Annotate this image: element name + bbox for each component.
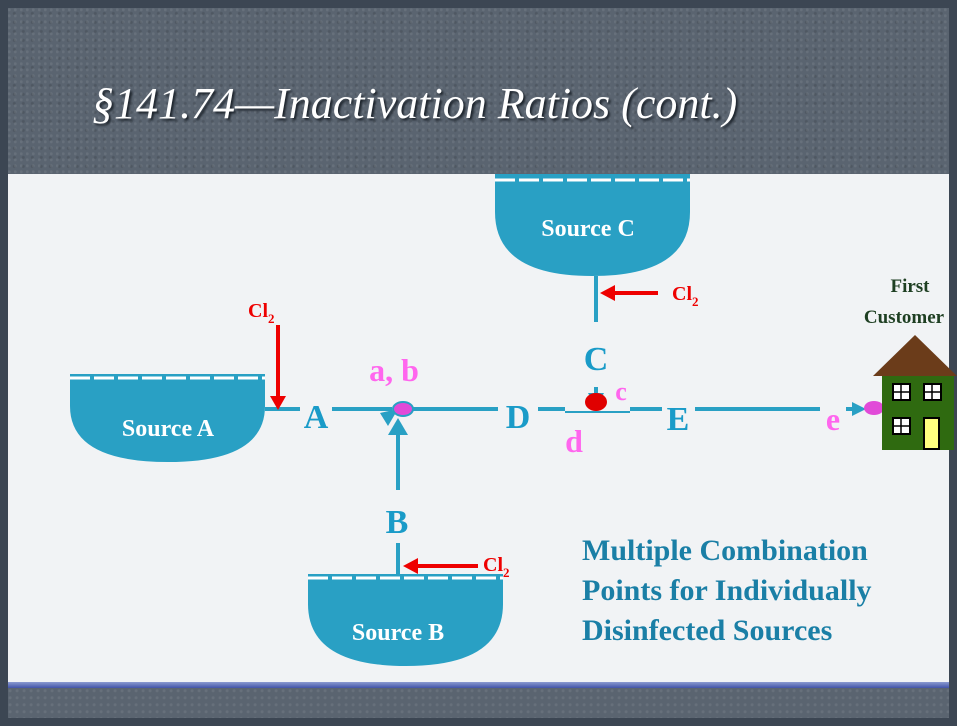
point-d-label: d — [565, 423, 583, 459]
svg-text:Cl2: Cl2 — [483, 554, 510, 580]
segment-a-label: A — [304, 399, 329, 436]
footer-rule — [8, 682, 949, 690]
source-a-label: Source A — [122, 416, 215, 442]
point-c-marker — [585, 393, 607, 411]
title-band — [8, 8, 949, 174]
cl2-b-symbol: Cl — [483, 554, 503, 576]
segment-e-label: E — [667, 401, 690, 438]
caption-line1: Multiple Combination — [582, 534, 868, 567]
segment-b-label: B — [386, 504, 409, 541]
arrow-into-e — [852, 402, 866, 416]
point-e-marker — [864, 401, 884, 415]
caption-line3: Disinfected Sources — [582, 614, 832, 647]
source-b-tank: Source B — [308, 574, 503, 666]
source-a-tank: Source A — [70, 374, 265, 462]
arrow-into-ab — [380, 409, 398, 426]
cl2-a-symbol: Cl — [248, 300, 268, 322]
source-b-label: Source B — [352, 620, 444, 646]
source-c-tank: Source C — [495, 174, 690, 276]
point-ab-label: a, b — [369, 352, 419, 388]
pipes — [265, 276, 862, 574]
svg-text:Cl2: Cl2 — [248, 300, 275, 326]
chlorine-injection-b: Cl2 — [403, 554, 510, 580]
chlorine-injection-c: Cl2 — [600, 283, 699, 309]
caption-line2: Points for Individually — [582, 574, 872, 607]
svg-text:Cl2: Cl2 — [672, 283, 699, 309]
customer-label-line2: Customer — [864, 307, 945, 328]
house-icon — [873, 335, 957, 450]
cl2-c-subscript: 2 — [692, 294, 699, 309]
segment-d-label: D — [506, 399, 531, 436]
chlorine-injection-a: Cl2 — [248, 300, 286, 410]
customer-label-line1: First — [890, 276, 930, 297]
point-ab-marker — [392, 401, 414, 417]
cl2-b-subscript: 2 — [503, 565, 510, 580]
point-c-label: c — [615, 377, 627, 406]
footer-band — [8, 688, 949, 718]
segment-c-label: C — [584, 341, 609, 378]
arrow-up-b — [388, 418, 408, 435]
source-c-label: Source C — [541, 216, 635, 242]
point-e-label: e — [826, 401, 840, 437]
cl2-a-subscript: 2 — [268, 311, 275, 326]
cl2-c-symbol: Cl — [672, 283, 692, 305]
slide-title: §141.74—Inactivation Ratios (cont.) — [92, 79, 738, 128]
